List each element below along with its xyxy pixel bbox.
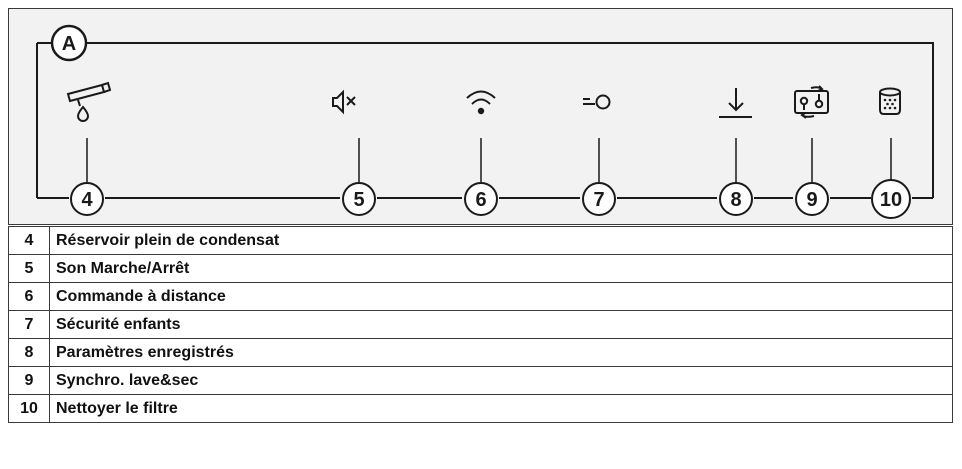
legend-number: 5 [8,254,50,283]
legend-description: Sécurité enfants [49,310,953,339]
condensate-tank-icon [66,81,112,122]
legend-description: Paramètres enregistrés [49,338,953,367]
callout-6: 6 [464,182,498,216]
wifi-icon [466,90,496,115]
callout-5: 5 [342,182,376,216]
callout-4-number: 4 [81,189,93,211]
legend-row: 5 Son Marche/Arrêt [8,254,953,283]
legend-row: 10 Nettoyer le filtre [8,394,953,423]
callout-8-number: 8 [730,189,741,211]
panel-label: A [50,24,88,62]
control-panel-diagram: A [36,24,934,219]
legend-number: 6 [8,282,50,311]
key-lock-icon [583,94,611,110]
legend-description: Réservoir plein de condensat [49,226,953,255]
callout-10-number: 10 [880,189,902,211]
sound-off-icon [332,89,356,115]
sync-icon [794,85,829,119]
legend-number: 8 [8,338,50,367]
legend-row: 6 Commande à distance [8,282,953,311]
legend-description: Synchro. lave&sec [49,366,953,395]
legend-number: 9 [8,366,50,395]
legend-description: Commande à distance [49,282,953,311]
panel-label-text: A [62,33,76,55]
callout-6-number: 6 [475,189,486,211]
legend-table: 4 Réservoir plein de condensat 5 Son Mar… [8,226,953,423]
legend-row: 9 Synchro. lave&sec [8,366,953,395]
legend-row: 4 Réservoir plein de condensat [8,226,953,255]
callout-9-number: 9 [806,189,817,211]
legend-description: Nettoyer le filtre [49,394,953,423]
callout-9: 9 [795,182,829,216]
filter-icon [879,87,901,115]
callout-10: 10 [871,179,911,219]
callout-5-number: 5 [353,189,364,211]
panel-outline [36,42,934,199]
callout-4: 4 [70,182,104,216]
legend-number: 4 [8,226,50,255]
callout-8: 8 [719,182,753,216]
legend-description: Son Marche/Arrêt [49,254,953,283]
leader-lines [86,138,892,182]
legend-row: 7 Sécurité enfants [8,310,953,339]
callout-7: 7 [582,182,616,216]
legend-number: 10 [8,394,50,423]
legend-row: 8 Paramètres enregistrés [8,338,953,367]
download-arrow-icon [719,88,752,118]
legend-number: 7 [8,310,50,339]
callout-7-number: 7 [593,189,604,211]
